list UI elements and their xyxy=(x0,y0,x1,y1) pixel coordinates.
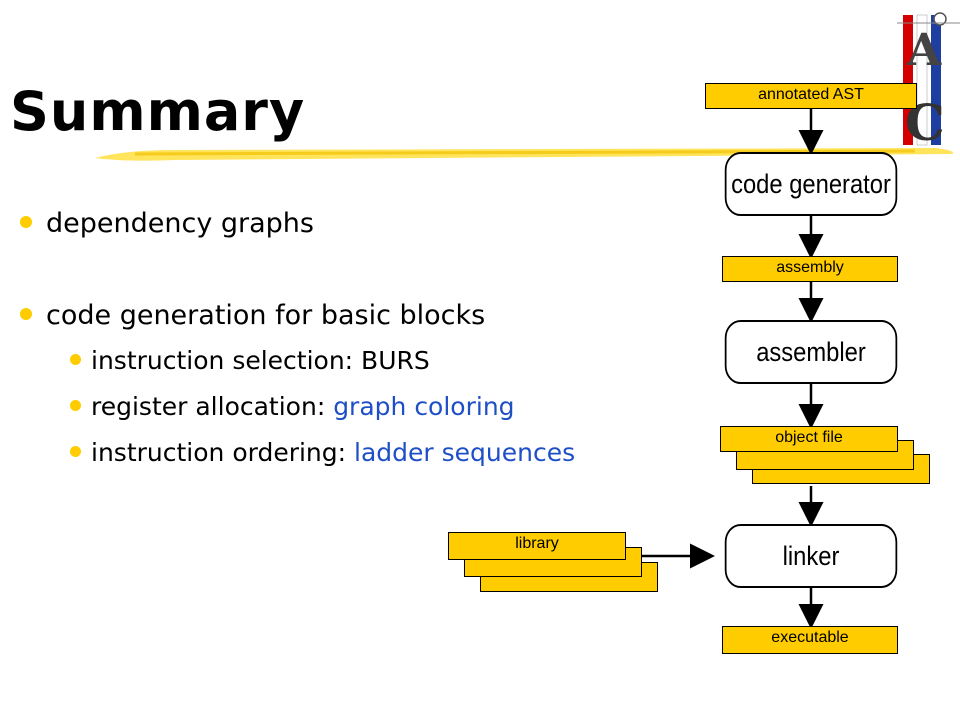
object-file-box: object file xyxy=(720,426,898,452)
bullet-dot-icon xyxy=(70,399,81,411)
executable-box: executable xyxy=(722,626,898,654)
bullet-accent-text: graph coloring xyxy=(333,392,515,421)
assembler-box: assembler xyxy=(724,320,898,384)
linker-box: linker xyxy=(724,524,898,588)
library-box: library xyxy=(448,532,626,560)
logo-icon: A C xyxy=(897,12,960,152)
code-generator-box: code generator xyxy=(724,152,898,216)
sub-bullet-item: instruction ordering: ladder sequences xyxy=(70,438,575,467)
linker-label: linker xyxy=(782,541,840,571)
sub-bullet-item: instruction selection: BURS xyxy=(70,346,430,375)
code-generator-label: code generator xyxy=(731,169,891,199)
bullet-dot-icon xyxy=(20,307,32,320)
slide-title: Summary xyxy=(10,80,306,143)
sub-bullet-item: register allocation: graph coloring xyxy=(70,392,515,421)
bullet-item: dependency graphs xyxy=(20,208,314,239)
bullet-dot-icon xyxy=(20,215,32,228)
bullet-accent-text: ladder sequences xyxy=(354,438,576,467)
annotated-ast-box: annotated AST xyxy=(705,83,917,109)
bullet-text: dependency graphs xyxy=(46,208,314,239)
bullet-text: register allocation: xyxy=(91,392,334,421)
bullet-dot-icon xyxy=(70,445,81,457)
assembler-label: assembler xyxy=(756,337,866,367)
bullet-text: code generation for basic blocks xyxy=(46,300,486,331)
assembly-box: assembly xyxy=(722,256,898,282)
bullet-text: instruction selection: BURS xyxy=(91,346,430,375)
bullet-item: code generation for basic blocks xyxy=(20,300,485,331)
svg-text:A: A xyxy=(906,25,942,76)
bullet-text: instruction ordering: xyxy=(91,438,355,467)
bullet-dot-icon xyxy=(70,353,81,365)
title-underline xyxy=(95,148,954,161)
